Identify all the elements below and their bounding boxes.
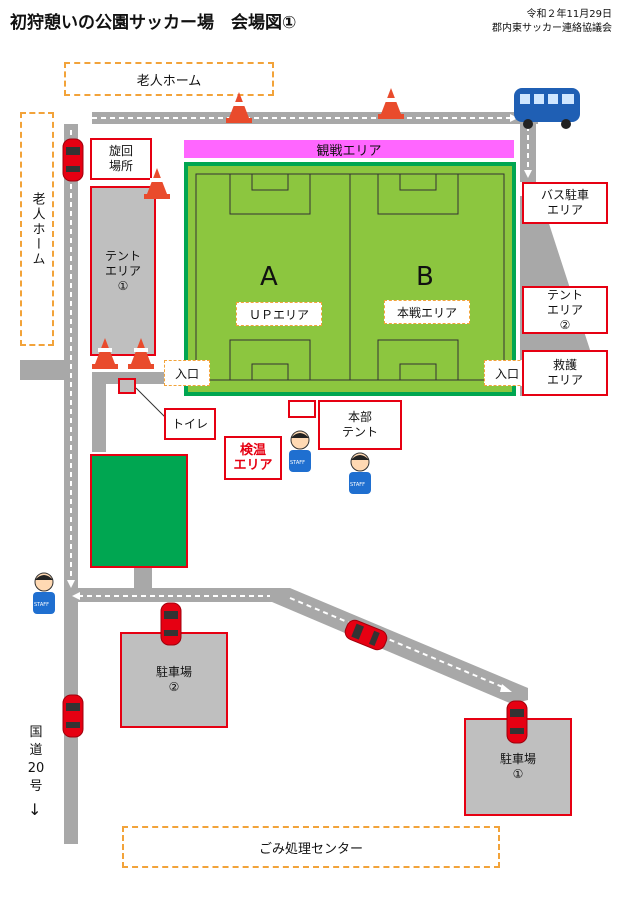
- rescue-area-label: 救護 エリア: [546, 358, 583, 387]
- road-top: [92, 112, 538, 124]
- staff-text: STAFF: [34, 602, 50, 608]
- red-car-icon: [160, 602, 182, 646]
- bus-parking-label: バス駐車 エリア: [540, 188, 589, 217]
- tent-area-2: テント エリア ②: [522, 286, 608, 334]
- header-info: 令和２年11月29日 郡内東サッカー連絡協議会: [492, 8, 612, 36]
- elderly-home-left: 老人ホーム: [20, 112, 54, 346]
- traffic-cone-icon: [378, 88, 404, 119]
- tent-area-1: テント エリア ①: [90, 186, 156, 356]
- traffic-cone-icon: [92, 338, 118, 369]
- red-car-icon: [62, 138, 84, 182]
- pitch-b-label: B: [416, 262, 434, 292]
- staff-person-icon: STAFF: [346, 452, 374, 496]
- parking-2: 駐車場 ②: [120, 632, 228, 728]
- spectator-area: 観戦エリア: [184, 140, 514, 159]
- page-title: 初狩憩いの公園サッカー場 会場図①: [10, 13, 297, 33]
- toilet-marker: [118, 378, 136, 394]
- arrow-down-icon: ↓: [28, 800, 42, 819]
- traffic-cone-icon: [226, 92, 252, 123]
- entrance-left: 入口: [164, 360, 210, 386]
- hq-tent-label: 本部 テント: [341, 410, 378, 439]
- spectator-area-label: 観戦エリア: [316, 143, 382, 159]
- red-car-icon: [62, 694, 84, 738]
- rescue-area: 救護 エリア: [522, 350, 608, 396]
- green-building: [90, 454, 188, 568]
- toilet-box: トイレ: [164, 408, 216, 440]
- main-area: 本戦エリア: [384, 300, 470, 324]
- up-area: ＵＰエリア: [236, 302, 322, 326]
- blue-bus-icon: [514, 88, 580, 129]
- staff-text: STAFF: [350, 482, 366, 488]
- temperature-check-label: 検温 エリア: [233, 443, 273, 473]
- route-20-label: 国 道 20 号: [27, 725, 45, 794]
- staff-text: STAFF: [290, 460, 306, 466]
- traffic-cone-icon: [144, 168, 170, 199]
- turnaround-area: 旋回 場所: [90, 138, 152, 180]
- road-lower-horizontal: [64, 588, 284, 602]
- road-small-stub: [134, 568, 152, 590]
- red-car-icon: [506, 700, 528, 744]
- road-left-branch: [20, 360, 70, 380]
- soccer-field: A B ＵＰエリア 本戦エリア: [184, 162, 516, 396]
- hq-tent: 本部 テント: [318, 400, 402, 450]
- pitch-a-label: A: [260, 262, 278, 292]
- date-text: 令和２年11月29日: [526, 9, 612, 20]
- temperature-check-area: 検温 エリア: [224, 436, 282, 480]
- bus-parking-area: バス駐車 エリア: [522, 182, 608, 224]
- staff-person-icon: STAFF: [30, 572, 58, 616]
- parking-1-label: 駐車場 ①: [499, 752, 536, 781]
- staff-person-icon: STAFF: [286, 430, 314, 474]
- red-car-icon: [344, 619, 388, 651]
- tent-area-1-label: テント エリア ①: [104, 248, 141, 293]
- organizer-text: 郡内東サッカー連絡協議会: [492, 23, 612, 34]
- elderly-home-top: 老人ホーム: [64, 62, 274, 96]
- hq-marker: [288, 400, 316, 418]
- tent-area-2-label: テント エリア ②: [546, 287, 583, 332]
- garbage-center: ごみ処理センター: [122, 826, 500, 868]
- traffic-cone-icon: [128, 338, 154, 369]
- parking-2-label: 駐車場 ②: [155, 665, 192, 694]
- field-lines: [195, 173, 505, 381]
- turnaround-label: 旋回 場所: [108, 144, 133, 173]
- road-inner-vertical: [92, 380, 106, 452]
